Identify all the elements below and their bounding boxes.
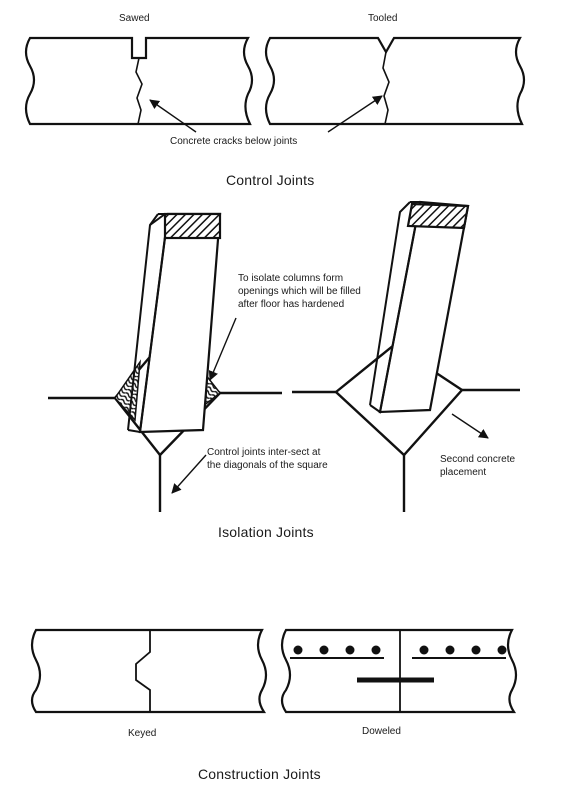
crack-arrow-right (327, 95, 383, 133)
tooled-slab (264, 36, 526, 126)
isolate-arrow (208, 317, 237, 381)
second-placement-arrow (451, 413, 489, 439)
sawed-crack (135, 57, 143, 125)
rebar-dots (293, 645, 507, 655)
keyed-slab (30, 628, 268, 714)
construction-joints-heading: Construction Joints (198, 766, 321, 782)
cracks-note: Concrete cracks below joints (170, 136, 298, 147)
isolate-note: To isolate columns form openings which w… (238, 273, 361, 310)
keyed-label: Keyed (128, 728, 157, 739)
tooled-label: Tooled (368, 13, 398, 24)
second-placement-note: Second concrete placement (440, 454, 516, 478)
control-intersect-note: Control joints inter-sect at the diagona… (207, 447, 328, 471)
control-joints-heading: Control Joints (226, 172, 315, 188)
sawed-label: Sawed (119, 13, 150, 24)
crack-arrow-left (149, 99, 197, 133)
control-arrow (171, 454, 207, 494)
doweled-slab (280, 628, 518, 714)
isolation-left-group (48, 212, 282, 512)
tooled-crack (382, 51, 390, 125)
isolation-joints-heading: Isolation Joints (218, 524, 314, 540)
doweled-label: Doweled (362, 726, 401, 737)
sawed-slab (24, 36, 254, 126)
isolation-right-group (292, 200, 520, 512)
